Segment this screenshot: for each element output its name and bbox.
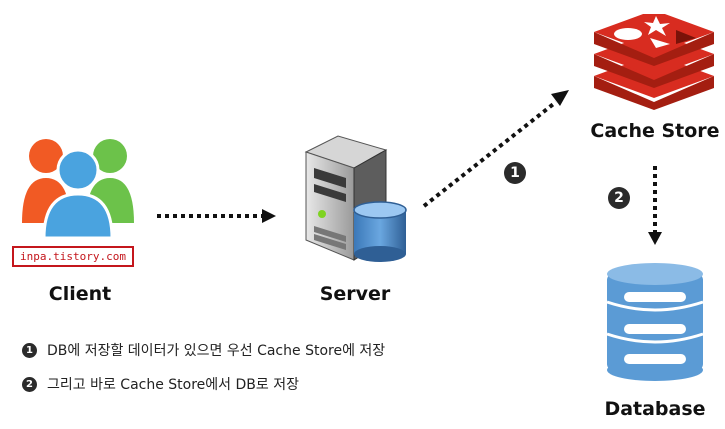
note-step-1: 1 DB에 저장할 데이터가 있으면 우선 Cache Store에 저장 [22,340,385,360]
redis-icon [594,10,714,110]
users-icon [22,139,134,240]
watermark-label: inpa.tistory.com [12,246,134,267]
step-1-badge: 1 [504,162,526,184]
database-node [606,262,704,382]
client-node [18,128,138,240]
note-step-1-number: 1 [22,342,37,358]
server-to-cache-arrow [422,90,569,208]
note-step-1-text: DB에 저장할 데이터가 있으면 우선 Cache Store에 저장 [47,343,386,359]
database-label: Database [604,398,706,420]
client-label: Client [48,283,112,305]
note-step-2: 2 그리고 바로 Cache Store에서 DB로 저장 [22,374,299,394]
server-icon [304,135,407,262]
cache-to-database-arrow [648,166,662,245]
cache-store-node [590,10,718,110]
note-step-2-number: 2 [22,376,37,392]
server-node [298,132,413,264]
server-label: Server [319,283,391,305]
database-icon [606,263,704,381]
client-to-server-arrow [157,209,276,223]
cache-store-label: Cache Store [590,120,720,142]
step-2-badge: 2 [608,187,630,209]
note-step-2-text: 그리고 바로 Cache Store에서 DB로 저장 [47,377,299,393]
